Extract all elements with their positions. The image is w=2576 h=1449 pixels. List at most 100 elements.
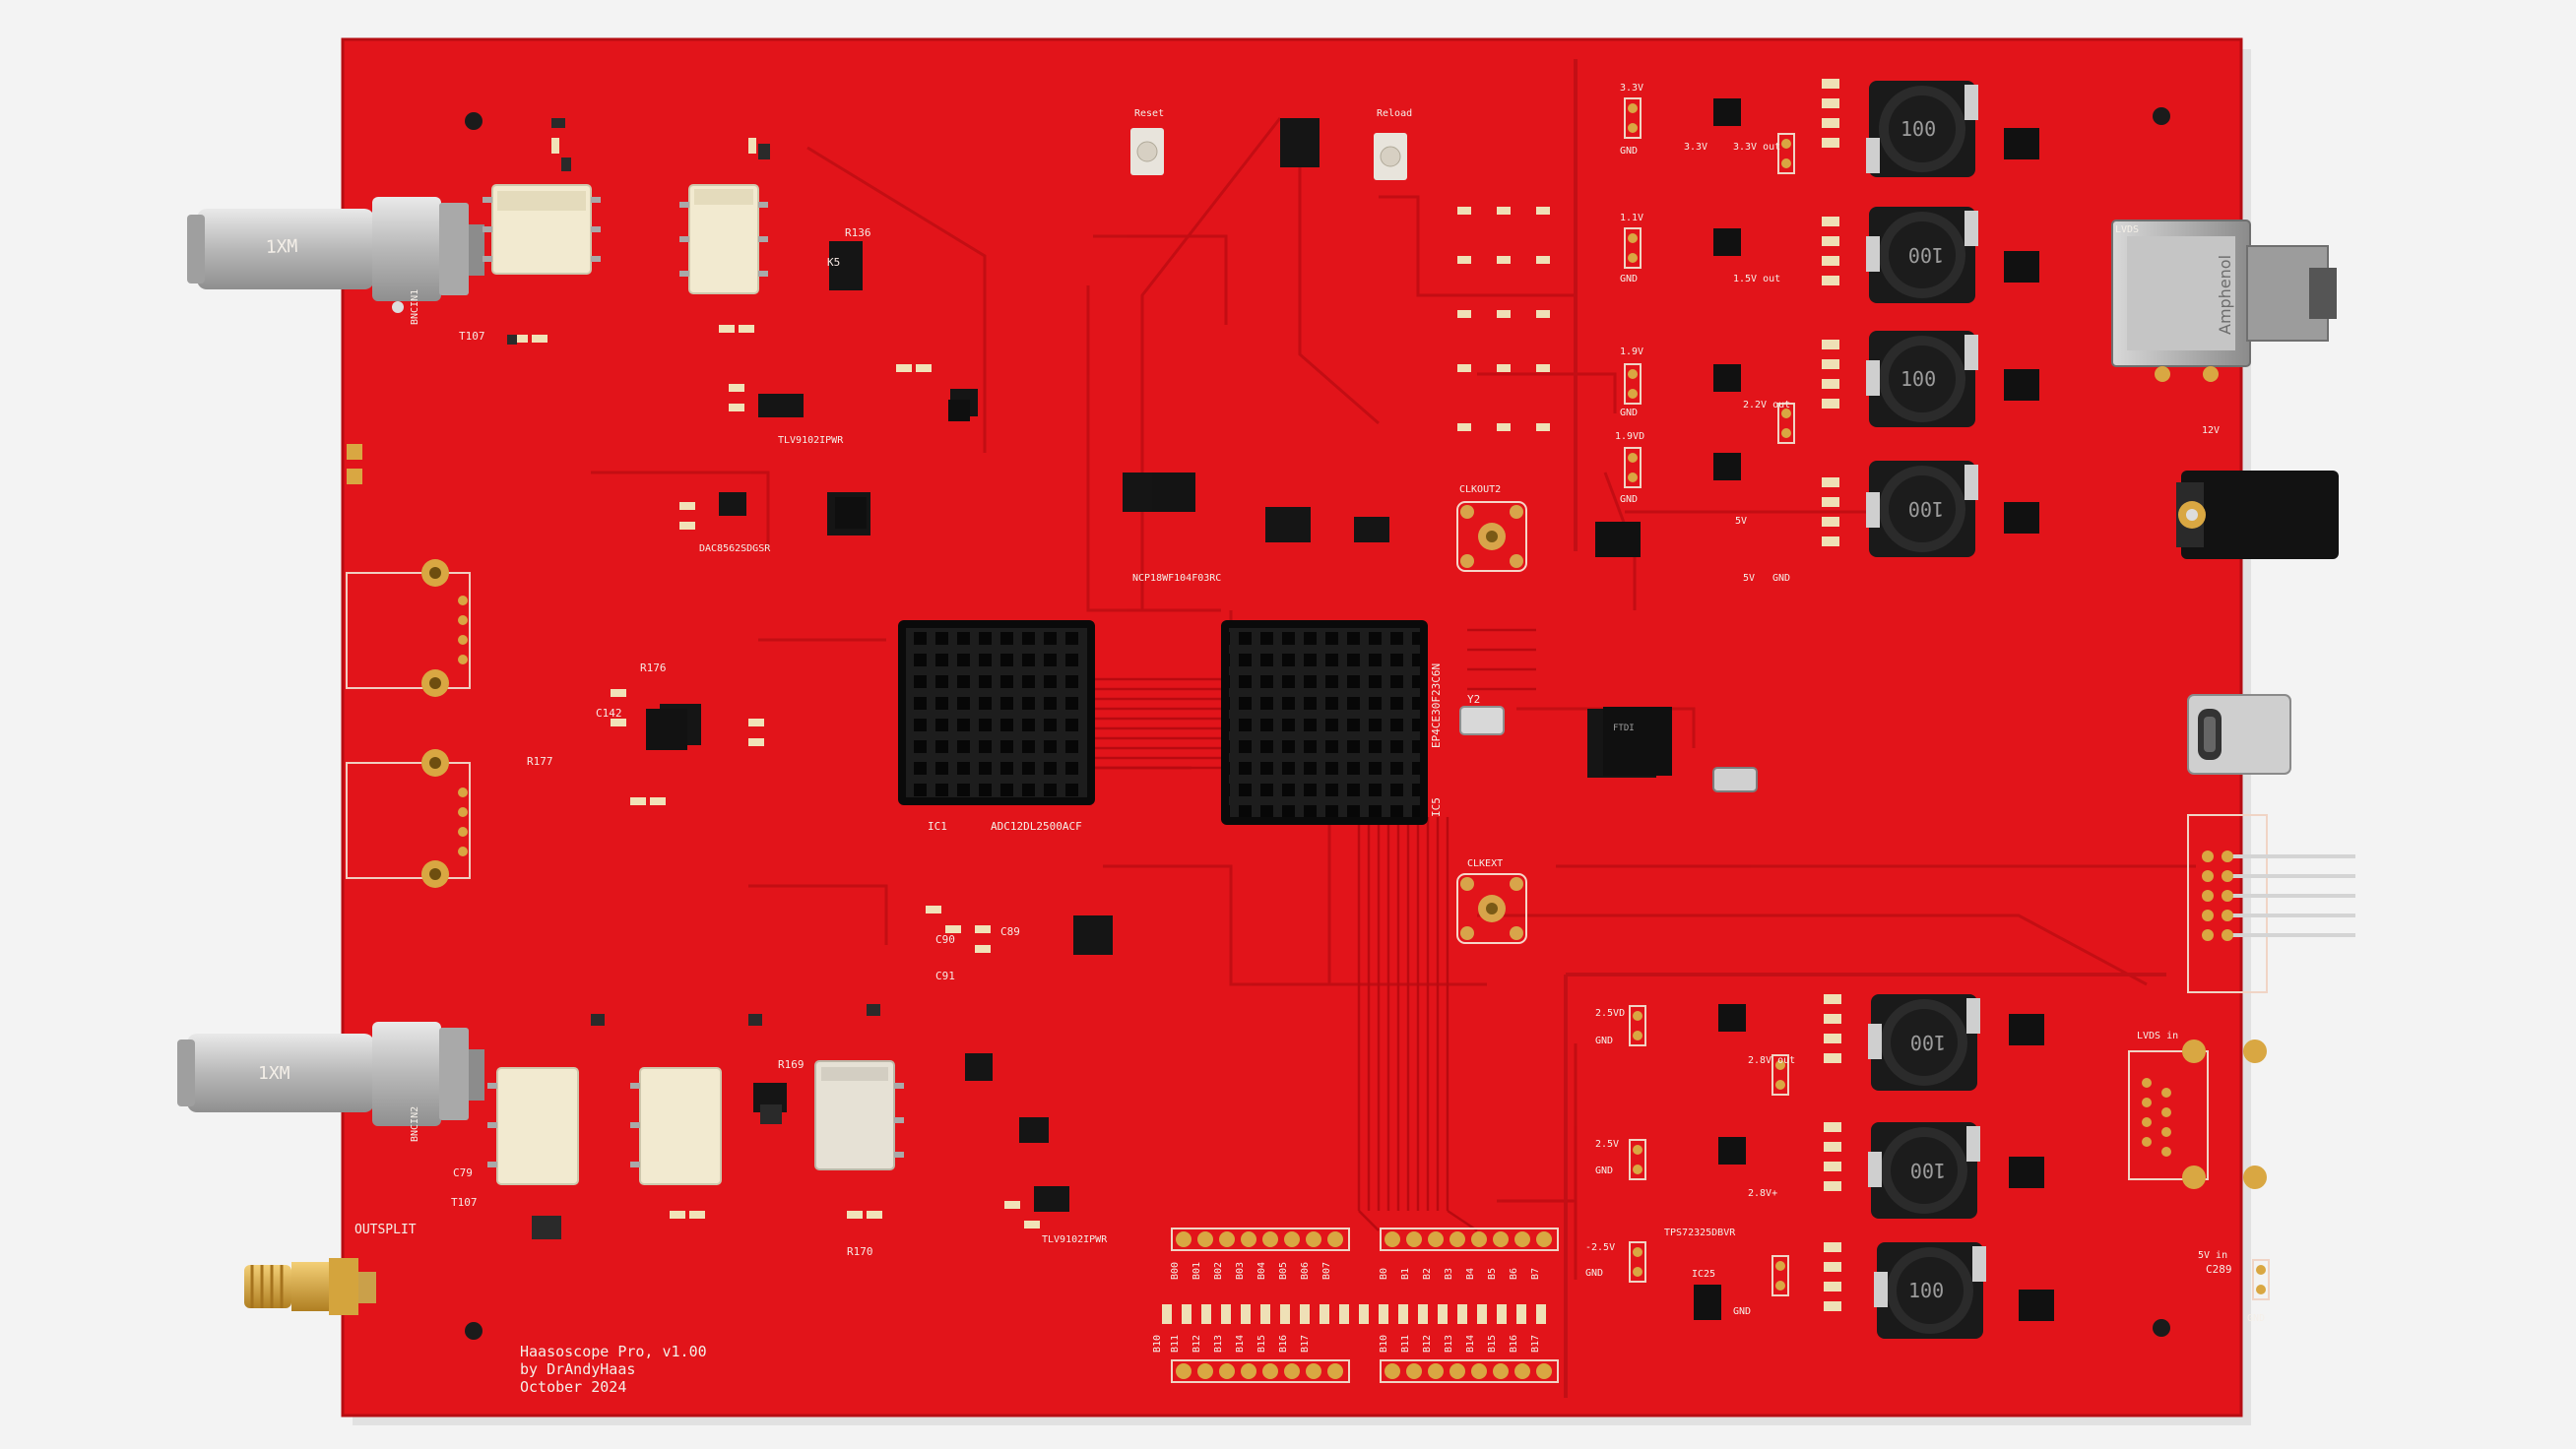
label-5v-b: 5V xyxy=(1743,573,1755,584)
pin-label: B1 xyxy=(1400,1268,1411,1280)
ref-c89: C89 xyxy=(1000,925,1020,938)
amphenol-label: Amphenol xyxy=(2216,255,2234,335)
sma-connector-outsplit xyxy=(244,1258,376,1315)
pin-label: B03 xyxy=(1235,1262,1246,1280)
ref-k5: K5 xyxy=(827,256,840,269)
label-gnd-1: GND xyxy=(1620,146,1638,157)
inductor-marking-7: 100 xyxy=(1908,1279,1944,1302)
label-gnd-3: GND xyxy=(1620,408,1638,418)
pin-label: B17 xyxy=(1300,1335,1311,1353)
inductor-marking-4: 100 xyxy=(1908,497,1944,521)
ref-r177: R177 xyxy=(527,755,553,768)
label-1v5-out: 1.5V out xyxy=(1733,274,1780,284)
label-m2v5: -2.5V xyxy=(1585,1242,1615,1253)
jumper-pins xyxy=(1624,97,2270,1300)
pin-label: B5 xyxy=(1487,1268,1498,1280)
pin-label: B6 xyxy=(1509,1268,1519,1280)
ref-r169: R169 xyxy=(778,1058,805,1071)
ref-y2: Y2 xyxy=(1467,693,1480,706)
digital-header-top-left xyxy=(1171,1228,1350,1251)
credit-date: October 2024 xyxy=(520,1378,626,1396)
bncin1-label: BNCIN1 xyxy=(410,289,420,325)
inductor-marking: 100 xyxy=(1900,117,1936,141)
tlv-bottom-label: TLV9102IPWR xyxy=(1042,1234,1108,1245)
lvds-label: LVDS xyxy=(2115,224,2139,235)
pin-label: B06 xyxy=(1300,1262,1311,1280)
tlv-top-label: TLV9102IPWR xyxy=(778,435,844,446)
pin-label: B11 xyxy=(1400,1335,1411,1353)
pin-label: B11 xyxy=(1170,1335,1181,1353)
label-1v1: 1.1V xyxy=(1620,213,1643,223)
board-credit: Haasoscope Pro, v1.00 by DrAndyHaas Octo… xyxy=(520,1343,707,1396)
pin-label: B01 xyxy=(1191,1262,1202,1280)
pin-label: B13 xyxy=(1444,1335,1454,1353)
pin-label: B16 xyxy=(1509,1335,1519,1353)
bnc-connector-in2: 1XM xyxy=(177,1022,484,1126)
adc-label: ADC12DL2500ACF xyxy=(991,820,1082,833)
credit-title: Haasoscope Pro, v1.00 xyxy=(520,1343,707,1360)
pin-label: B17 xyxy=(1530,1335,1541,1353)
label-2v2-out: 2.2V out xyxy=(1743,400,1790,410)
inductor-marking-6: 100 xyxy=(1910,1159,1946,1182)
label-gnd-6: GND xyxy=(1595,1036,1613,1046)
lvds-in-label: LVDS in xyxy=(2137,1031,2178,1041)
outsplit-label: OUTSPLIT xyxy=(354,1223,417,1237)
label-3v3-out: 3.3V out xyxy=(1733,142,1780,153)
crystal-y2: Y2 xyxy=(1459,693,1505,735)
heatsink-fpga xyxy=(1221,620,1428,825)
reload-button[interactable] xyxy=(1374,133,1407,180)
ref-c142: C142 xyxy=(596,707,622,720)
svg-text:FTDI: FTDI xyxy=(1613,724,1635,733)
label-gnd-4: GND xyxy=(1620,494,1638,505)
clkext-pads xyxy=(1456,873,1527,944)
inductor-3: 100 xyxy=(1866,331,1978,427)
mounting-holes xyxy=(465,107,2170,1340)
pin-label: B10 xyxy=(1379,1335,1389,1353)
label-3v3: 3.3V xyxy=(1620,83,1643,94)
ic5-label: IC5 xyxy=(1430,797,1443,817)
pin-label: B2 xyxy=(1422,1268,1433,1280)
reset-button[interactable] xyxy=(1130,128,1164,175)
heatsink-adc xyxy=(898,620,1095,805)
ref-r176: R176 xyxy=(640,662,667,674)
label-ic25: IC25 xyxy=(1692,1269,1715,1280)
bnc-connector-in1: 1XM xyxy=(187,197,484,313)
label-3v3b: 3.3V xyxy=(1684,142,1707,153)
inductor-1: 100 xyxy=(1866,81,1978,177)
ref-c90: C90 xyxy=(935,933,955,946)
inductor-2: 100 xyxy=(1866,207,1978,303)
pin-label: B14 xyxy=(1465,1335,1476,1353)
clkext-label: CLKEXT xyxy=(1467,858,1503,869)
ref-r170: R170 xyxy=(847,1245,873,1258)
digital-header-bottom-right xyxy=(1380,1359,1559,1383)
reset-label: Reset xyxy=(1134,108,1164,119)
pin-label: B7 xyxy=(1530,1268,1541,1280)
label-1v9d: 1.9VD xyxy=(1615,431,1644,442)
pin-label: B14 xyxy=(1235,1335,1246,1353)
pin-label: B16 xyxy=(1278,1335,1289,1353)
bnc-marking-2: 1XM xyxy=(258,1063,290,1084)
relays-top xyxy=(491,184,759,294)
pin-label: B12 xyxy=(1422,1335,1433,1353)
pin-label: B12 xyxy=(1191,1335,1202,1353)
pin-label: B02 xyxy=(1213,1262,1224,1280)
label-tps: TPS72325DBVR xyxy=(1664,1228,1736,1238)
pin-label: B15 xyxy=(1256,1335,1267,1353)
usb-c-connector xyxy=(2187,694,2291,775)
ncp-label: NCP18WF104F03RC xyxy=(1132,573,1221,584)
ic1-label: IC1 xyxy=(928,820,947,833)
ref-c79: C79 xyxy=(453,1166,473,1179)
test-pads-left xyxy=(346,444,471,888)
clkout2-label: CLKOUT2 xyxy=(1459,484,1501,495)
inductor-5: 100 xyxy=(1868,994,1980,1091)
label-2v8p: 2.8V+ xyxy=(1748,1188,1777,1199)
label-gnd-7: GND xyxy=(1595,1166,1613,1176)
pin-label: B3 xyxy=(1444,1268,1454,1280)
label-2v8-out: 2.8V out xyxy=(1748,1055,1795,1066)
inductor-6: 100 xyxy=(1868,1122,1980,1219)
label-2v5: 2.5V xyxy=(1595,1139,1619,1150)
ref-t107b: T107 xyxy=(451,1196,478,1209)
digital-header-bottom-left xyxy=(1171,1359,1350,1383)
label-gnd-2: GND xyxy=(1620,274,1638,284)
